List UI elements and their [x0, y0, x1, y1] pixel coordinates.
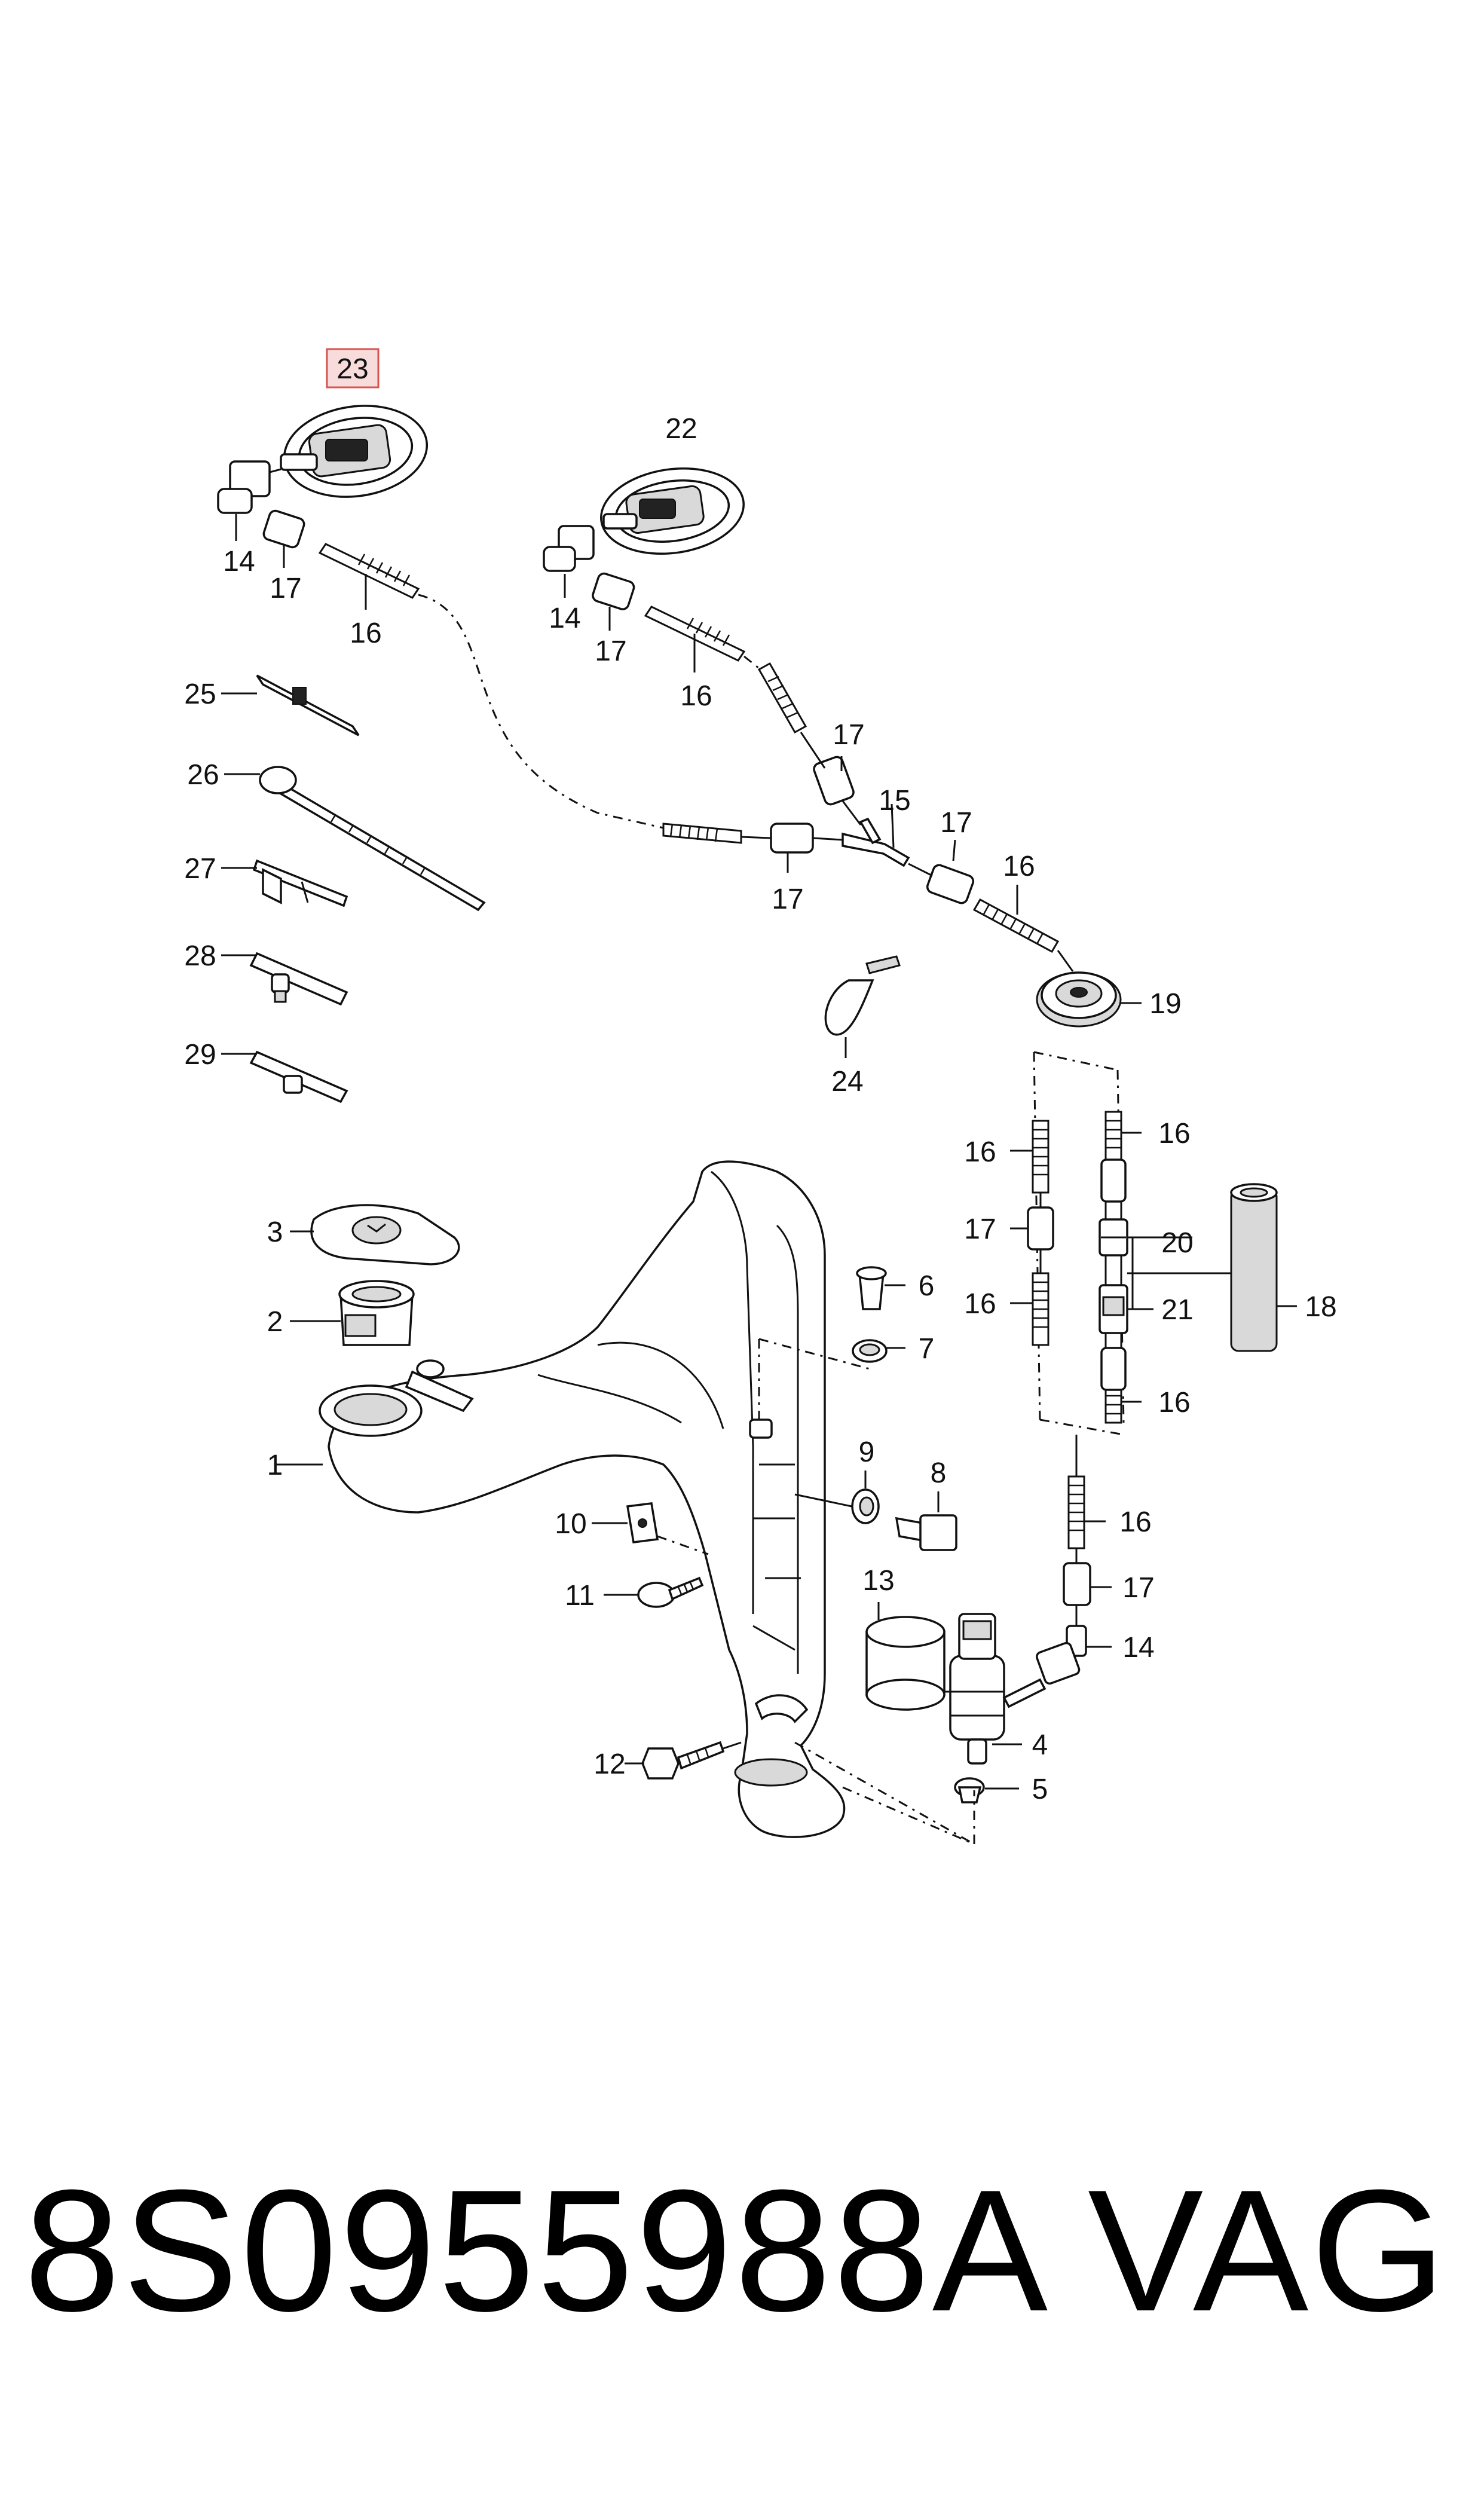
label-14-c: 14 [1122, 1632, 1154, 1664]
grommet-9[interactable] [851, 1488, 880, 1524]
clip-25[interactable] [256, 674, 360, 736]
bracket-line-pump [794, 1741, 975, 1845]
clip-28[interactable] [249, 952, 348, 1006]
label-14-b: 14 [549, 603, 580, 634]
sleeve-17-middle[interactable] [591, 572, 635, 611]
sleeves-column-right[interactable] [1100, 1158, 1127, 1391]
label-20: 20 [1161, 1227, 1193, 1259]
hose-clip-24[interactable] [824, 955, 901, 1036]
hose-16-column-left-bottom[interactable] [1032, 1272, 1049, 1346]
bracket-line-10 [657, 1535, 709, 1555]
label-17-g: 17 [1122, 1572, 1154, 1604]
protective-sleeve-18[interactable] [1230, 1183, 1278, 1352]
label-3: 3 [267, 1216, 283, 1248]
label-15: 15 [879, 785, 910, 817]
hose-16-lower-left[interactable] [662, 823, 742, 844]
label-17-f: 17 [964, 1213, 996, 1245]
label-10: 10 [555, 1508, 586, 1540]
label-25: 25 [184, 678, 216, 710]
grommet-19[interactable] [1036, 971, 1122, 1028]
label-16-b: 16 [680, 680, 712, 712]
label-26: 26 [187, 759, 219, 791]
connector-14-middle[interactable] [543, 525, 595, 572]
washer-reservoir-1[interactable] [319, 1160, 846, 1838]
label-4: 4 [1032, 1729, 1048, 1761]
sleeve-17-left[interactable] [262, 509, 306, 549]
hose-16-right[interactable] [972, 898, 1060, 953]
label-23: 23 [336, 353, 368, 385]
connector-21[interactable] [1099, 1284, 1128, 1334]
nut-10[interactable] [626, 1502, 659, 1543]
sleeve-17-column-left[interactable] [1027, 1206, 1054, 1251]
washer-pump-4[interactable] [949, 1613, 1047, 1765]
label-16-g: 16 [1158, 1387, 1190, 1419]
nozzle-22[interactable] [595, 460, 749, 562]
strainer-2[interactable] [338, 1280, 415, 1346]
label-29: 29 [184, 1039, 216, 1071]
label-23-highlight[interactable] [326, 348, 380, 389]
label-8: 8 [931, 1457, 947, 1489]
label-16-a: 16 [350, 617, 381, 649]
grommet-7[interactable] [852, 1339, 888, 1363]
connector-14-left[interactable] [217, 460, 281, 514]
nozzle-23[interactable] [279, 397, 433, 506]
label-22: 22 [665, 413, 697, 445]
bolt-12[interactable] [641, 1741, 725, 1780]
clip-29[interactable] [249, 1050, 348, 1103]
label-17-c: 17 [833, 719, 864, 751]
label-16-c: 16 [1003, 851, 1035, 882]
hose-16-left[interactable] [318, 543, 420, 599]
label-5: 5 [1032, 1774, 1048, 1805]
label-24: 24 [831, 1066, 863, 1097]
sleeve-17-lower-left[interactable] [770, 823, 814, 854]
cable-tie-26[interactable] [259, 766, 486, 912]
bolt-11[interactable] [637, 1576, 704, 1608]
sleeve-17-right[interactable] [926, 863, 975, 904]
label-28: 28 [184, 940, 216, 972]
label-18: 18 [1305, 1291, 1336, 1323]
label-16-d: 16 [964, 1136, 996, 1168]
t-piece-15[interactable] [842, 817, 910, 867]
label-17-d: 17 [772, 883, 803, 915]
label-17-b: 17 [595, 635, 626, 667]
part-number: 8S0955988A [24, 2154, 1051, 2347]
hose-16-lower[interactable] [1067, 1475, 1085, 1549]
label-9: 9 [859, 1436, 875, 1468]
label-11: 11 [565, 1580, 595, 1612]
label-2: 2 [267, 1306, 283, 1338]
hose-16-column-left-top[interactable] [1032, 1120, 1049, 1194]
filler-cap-3[interactable] [310, 1204, 460, 1265]
sleeve-17-diagonal[interactable] [812, 756, 855, 806]
level-sensor-8[interactable] [895, 1514, 957, 1551]
sleeve-13[interactable] [865, 1616, 946, 1711]
connector-20[interactable] [1099, 1218, 1128, 1257]
hose-routing-line-left [418, 594, 664, 829]
bracket-line-6-7 [758, 1338, 870, 1423]
label-17-a: 17 [270, 573, 301, 604]
brand-name: VAG [1088, 2154, 1448, 2347]
label-16-e: 16 [964, 1288, 996, 1320]
label-13: 13 [862, 1565, 894, 1597]
label-21: 21 [1161, 1294, 1193, 1326]
label-6: 6 [919, 1270, 935, 1302]
label-7: 7 [919, 1333, 935, 1365]
hose-16-diagonal[interactable] [757, 662, 807, 734]
label-1: 1 [267, 1450, 283, 1481]
grommet-6[interactable] [856, 1266, 887, 1310]
label-17-e: 17 [940, 807, 972, 839]
label-19: 19 [1149, 988, 1181, 1020]
label-16-h: 16 [1119, 1506, 1151, 1538]
label-12: 12 [593, 1748, 625, 1780]
clip-27[interactable] [252, 859, 348, 907]
label-14-a: 14 [223, 546, 255, 577]
label-16-f: 16 [1158, 1118, 1190, 1150]
sleeve-17-lower[interactable] [1063, 1562, 1091, 1606]
grommet-5[interactable] [954, 1777, 985, 1803]
hose-routing-line-middle [743, 655, 760, 669]
connector-14-lower[interactable] [1036, 1625, 1087, 1685]
label-27: 27 [184, 853, 216, 885]
